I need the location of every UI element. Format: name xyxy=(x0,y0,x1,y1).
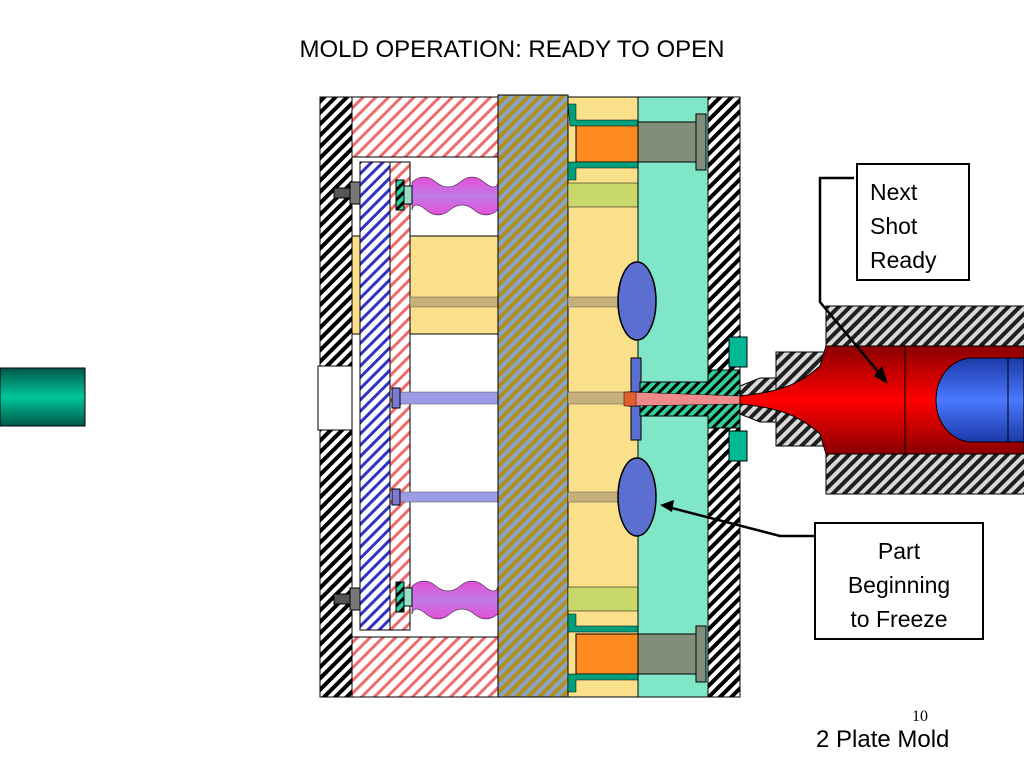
support-block-top xyxy=(351,96,499,158)
clamp-piston xyxy=(0,367,86,427)
green-insert-bottom xyxy=(567,586,639,612)
next-shot-line-2: Shot xyxy=(870,213,918,239)
leader-bushing-top xyxy=(575,121,639,163)
locating-ring-top xyxy=(728,336,748,368)
part-upper xyxy=(617,261,657,341)
locating-ring-bottom xyxy=(728,430,748,462)
return-pin-base-bottom xyxy=(403,587,413,607)
leader-pin-bottom-head xyxy=(695,625,707,683)
ejector-pin-middle xyxy=(397,391,501,405)
return-pin-base-top xyxy=(403,185,413,205)
bolt-bottom xyxy=(333,593,353,605)
part-lower xyxy=(617,457,657,537)
support-block-bottom xyxy=(351,636,499,698)
leader-bushing-bottom xyxy=(575,633,639,675)
bolt-top xyxy=(333,187,353,199)
next-shot-arrowhead xyxy=(874,366,888,384)
return-pin-cap-top xyxy=(395,179,405,211)
slide-number: 10 xyxy=(912,708,928,725)
part-freeze-arrowhead xyxy=(660,500,674,512)
footer-label: 2 Plate Mold xyxy=(816,726,950,753)
leader-pin-bottom xyxy=(637,633,699,675)
sprue-tip xyxy=(623,391,637,407)
slide-title: MOLD OPERATION: READY TO OPEN xyxy=(299,36,725,63)
next-shot-callout: Next Shot Ready xyxy=(856,163,970,281)
part-freeze-line-1: Part xyxy=(877,538,921,564)
bolt-bottom-head xyxy=(349,587,361,611)
part-freeze-callout: Part Beginning to Freeze xyxy=(814,522,984,640)
next-shot-line-3: Ready xyxy=(870,247,937,273)
knockout-hole xyxy=(317,365,353,431)
part-freeze-line-2: Beginning xyxy=(847,572,951,598)
ejector-pin-head-middle xyxy=(391,387,401,409)
part-freeze-line-3: to Freeze xyxy=(850,606,948,632)
green-insert-top xyxy=(567,182,639,208)
return-pin-cap-bottom xyxy=(395,581,405,613)
leader-pin-top-head xyxy=(695,113,707,171)
leader-pin-top xyxy=(637,121,699,163)
ejector-pin-head-lower xyxy=(391,488,401,506)
next-shot-arrow xyxy=(818,176,886,381)
ejector-pin-lower xyxy=(397,491,501,503)
ejector-retainer-plate xyxy=(359,161,391,631)
bolt-top-head xyxy=(349,181,361,205)
part-freeze-arrow xyxy=(663,504,814,538)
screw xyxy=(935,357,1024,443)
ejector-pin-through-middle xyxy=(567,391,631,405)
next-shot-line-1: Next xyxy=(870,179,918,205)
ejector-pin-upper xyxy=(409,296,501,308)
support-plate xyxy=(497,94,569,698)
